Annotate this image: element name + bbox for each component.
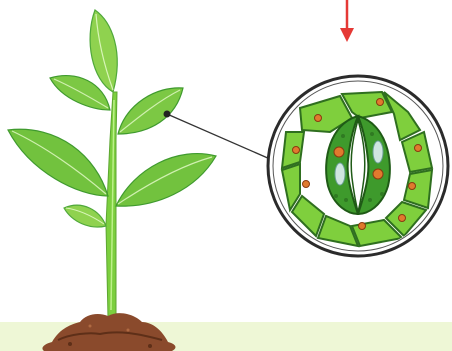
leaf-top: [90, 10, 117, 92]
down-arrow-icon: [340, 0, 354, 42]
plant-stem: [106, 92, 117, 318]
magnified-stomata-view: [268, 76, 448, 256]
leaf-upper-right: [118, 88, 183, 134]
leaf-middle-right: [116, 154, 216, 207]
connector-dot: [164, 111, 171, 118]
leaf-lower-left: [64, 205, 106, 227]
leaf-middle-left: [8, 129, 108, 196]
connector-line: [167, 114, 270, 159]
soil-mound: [42, 313, 175, 351]
